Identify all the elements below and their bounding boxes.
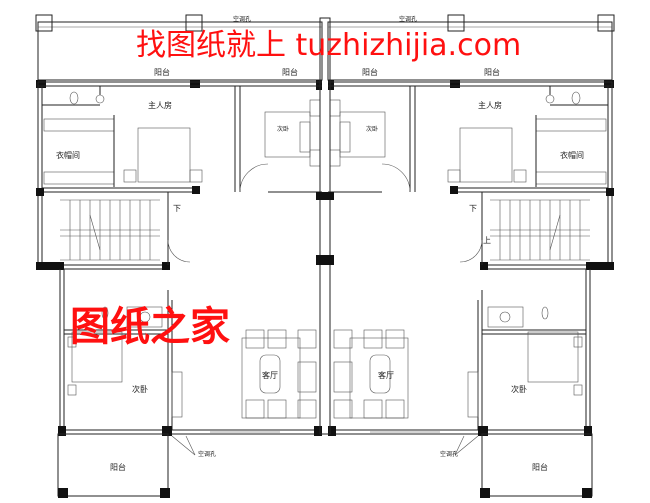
closet-label: 衣帽间 <box>56 150 80 160</box>
balcony-label: 阳台 <box>362 67 378 77</box>
master-bedroom-label: 主人房 <box>148 100 172 110</box>
balcony-label: 阳台 <box>282 67 298 77</box>
bedroom-label: 次卧 <box>366 125 378 133</box>
second-bedroom-label: 次卧 <box>511 384 527 394</box>
ac-hole-label: 空调孔 <box>198 450 216 458</box>
balcony-label: 阳台 <box>532 462 548 472</box>
living-room-label: 客厅 <box>378 370 394 380</box>
stairs-down-label: 下 <box>173 204 181 213</box>
closet-label: 衣帽间 <box>560 150 584 160</box>
party-wall <box>319 17 331 435</box>
master-bedroom-label: 主人房 <box>478 100 502 110</box>
ac-hole-label: 空调孔 <box>399 15 417 23</box>
stairs-down-label: 下 <box>469 204 477 213</box>
ac-hole-label: 空调孔 <box>440 450 458 458</box>
balcony-label: 阳台 <box>154 67 170 77</box>
column <box>316 255 334 265</box>
left-unit <box>35 14 323 499</box>
watermark-middle: 图纸之家 <box>70 303 230 350</box>
column <box>316 192 334 200</box>
balcony-label: 阳台 <box>484 67 500 77</box>
bedroom-label: 次卧 <box>277 125 289 133</box>
second-bedroom-label: 次卧 <box>132 384 148 394</box>
living-room-label: 客厅 <box>262 370 278 380</box>
right-unit <box>327 14 615 499</box>
balcony-label: 阳台 <box>110 462 126 472</box>
ac-hole-label: 空调孔 <box>233 15 251 23</box>
watermark-top: 找图纸就上 tuzhizhijia.com <box>136 28 521 63</box>
stairs-up-label: 上 <box>483 236 491 245</box>
